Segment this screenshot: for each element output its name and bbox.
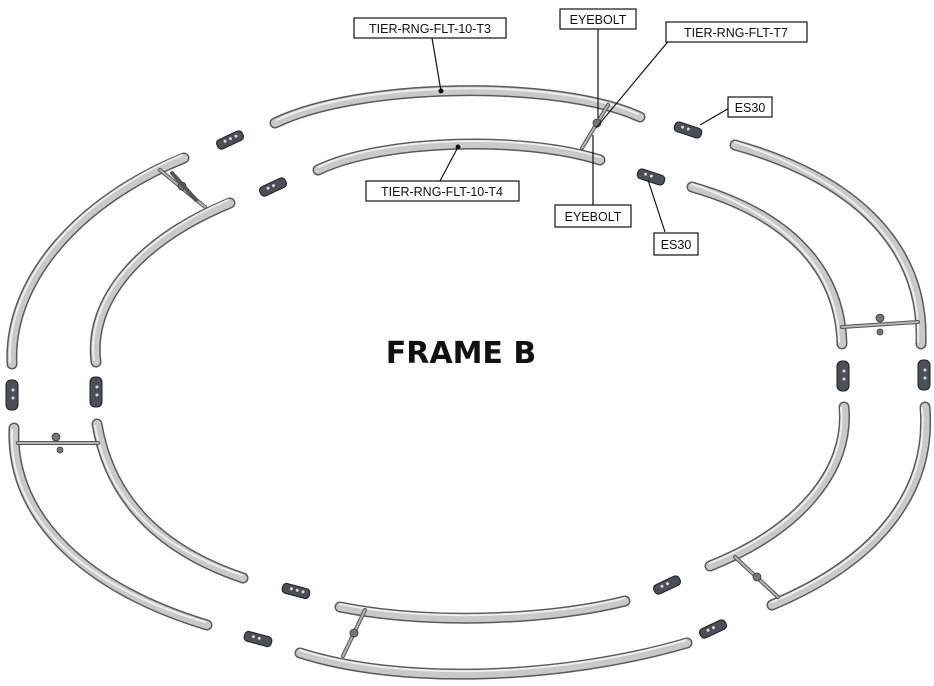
radial-bracket-lower-right <box>733 555 780 599</box>
bolt-icon <box>51 432 61 442</box>
es30-connector-top-left-outer <box>216 130 244 150</box>
leader-lines <box>431 29 732 233</box>
es30-connector-bottom-left-inner <box>281 582 311 600</box>
bolt-icon <box>56 446 64 454</box>
es30-connector-right-inner <box>836 360 850 392</box>
bolt-icon <box>349 628 359 638</box>
es30-connector-top-right-outer <box>673 121 703 139</box>
callout-label: ES30 <box>661 238 692 252</box>
inner-ring-lower-left-segment <box>91 418 249 584</box>
inner-ring-lower-right-segment <box>704 401 850 572</box>
callout-label: EYEBOLT <box>565 210 622 224</box>
callout-tier-rng-flt-10-t3: TIER-RNG-FLT-10-T3 <box>353 17 507 39</box>
inner-ring-bottom-segment <box>334 595 631 624</box>
callout-label: ES30 <box>735 101 766 115</box>
es30-connector-bottom-left-outer <box>243 630 273 648</box>
es30-connector-bottom-right-inner <box>653 575 681 595</box>
outer-ring <box>6 85 932 680</box>
outer-ring-left-segment <box>6 152 190 370</box>
es30-connector-bottom-right-outer <box>699 619 727 639</box>
callout-label: TIER-RNG-FLT-10-T3 <box>369 22 491 36</box>
callout-tier-rng-flt-t7: TIER-RNG-FLT-T7 <box>665 21 808 43</box>
inner-ring-right-segment <box>686 181 848 350</box>
radial-bracket-top <box>580 103 610 150</box>
radial-bracket-bottom <box>341 608 367 658</box>
es30-connector-top-left-inner <box>259 177 287 197</box>
es30-connectors <box>5 121 931 648</box>
outer-ring-lower-left-segment <box>8 422 213 631</box>
callout-es30-top: ES30 <box>727 96 773 118</box>
outer-ring-top-segment <box>269 85 646 129</box>
radial-bracket-left <box>16 432 100 454</box>
outer-ring-lower-right-segment <box>766 401 932 611</box>
callout-es30-bottom: ES30 <box>653 232 699 256</box>
bolt-icon <box>875 313 885 323</box>
outer-ring-right-segment <box>729 139 927 350</box>
es30-connector-left-outer <box>5 379 19 411</box>
es30-connector-right-outer <box>917 359 931 391</box>
outer-ring-bottom-segment <box>294 637 693 680</box>
inner-ring <box>89 138 850 624</box>
callout-tier-rng-flt-10-t4: TIER-RNG-FLT-10-T4 <box>365 180 520 202</box>
callout-eyebolt-bottom: EYEBOLT <box>554 204 632 228</box>
es30-connector-top-right-inner <box>636 168 666 186</box>
frame-title: FRAME B <box>386 336 536 371</box>
inner-ring-left-segment <box>89 197 236 368</box>
radial-bracket-upper-left <box>158 168 207 209</box>
callout-label: EYEBOLT <box>570 13 627 27</box>
callout-eyebolt-top: EYEBOLT <box>559 8 637 30</box>
bolt-icon <box>752 572 762 582</box>
inner-ring-top-segment <box>312 138 606 176</box>
es30-connector-left-inner <box>89 376 103 408</box>
callout-label: TIER-RNG-FLT-T7 <box>684 26 788 40</box>
callout-label: TIER-RNG-FLT-10-T4 <box>381 185 503 199</box>
bolt-icon <box>876 328 884 336</box>
radial-bracket-right <box>840 313 920 336</box>
